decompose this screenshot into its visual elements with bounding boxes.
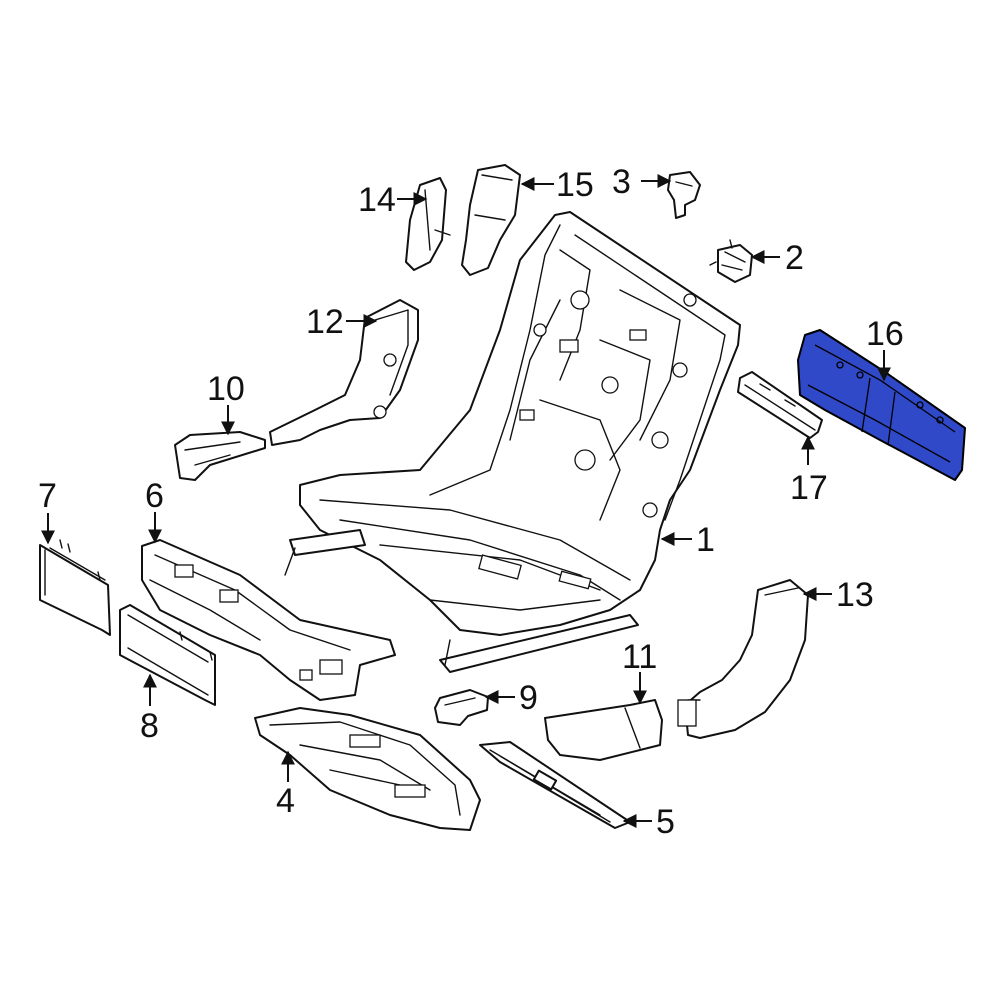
- callout-13: 13: [836, 576, 874, 614]
- part-6-rail-bracket[interactable]: [141, 539, 396, 701]
- part-9-clip[interactable]: [434, 689, 489, 726]
- part-3-clip[interactable]: [667, 171, 701, 219]
- callout-7: 7: [38, 477, 57, 515]
- callout-9: 9: [519, 679, 538, 717]
- part-15-cover[interactable]: [461, 164, 521, 276]
- callout-4: 4: [276, 782, 295, 820]
- callout-1: 1: [696, 521, 715, 559]
- part-16-cover-highlighted[interactable]: [797, 329, 966, 481]
- callout-5: 5: [656, 803, 675, 841]
- part-10-bracket[interactable]: [174, 431, 266, 481]
- part-13-bolster[interactable]: [677, 579, 809, 739]
- part-14-trim[interactable]: [405, 177, 451, 271]
- callout-16: 16: [866, 315, 904, 353]
- part-17-connector[interactable]: [737, 371, 823, 439]
- callout-15: 15: [556, 166, 594, 204]
- callout-11: 11: [622, 638, 657, 676]
- part-4-seat-tray[interactable]: [254, 707, 481, 831]
- part-11-side-panel[interactable]: [544, 699, 663, 761]
- callout-labels: 1 2 3 4 5 6 7 8 9 10 11 12 13 14 15 16 1…: [38, 163, 904, 841]
- part-8-trim[interactable]: [119, 604, 216, 706]
- callout-12: 12: [306, 303, 344, 341]
- callout-8: 8: [140, 707, 159, 745]
- callout-2: 2: [785, 239, 804, 277]
- callout-6: 6: [145, 477, 164, 515]
- callout-10: 10: [207, 370, 245, 408]
- part-12-side-bracket[interactable]: [269, 299, 419, 446]
- leader-lines: [41, 174, 891, 828]
- part-1-seat-frame[interactable]: [284, 211, 741, 673]
- callout-17: 17: [790, 469, 828, 507]
- part-2-bracket[interactable]: [709, 239, 753, 283]
- callout-3: 3: [612, 163, 631, 201]
- part-7-cover[interactable]: [39, 539, 111, 636]
- callout-14: 14: [358, 181, 396, 219]
